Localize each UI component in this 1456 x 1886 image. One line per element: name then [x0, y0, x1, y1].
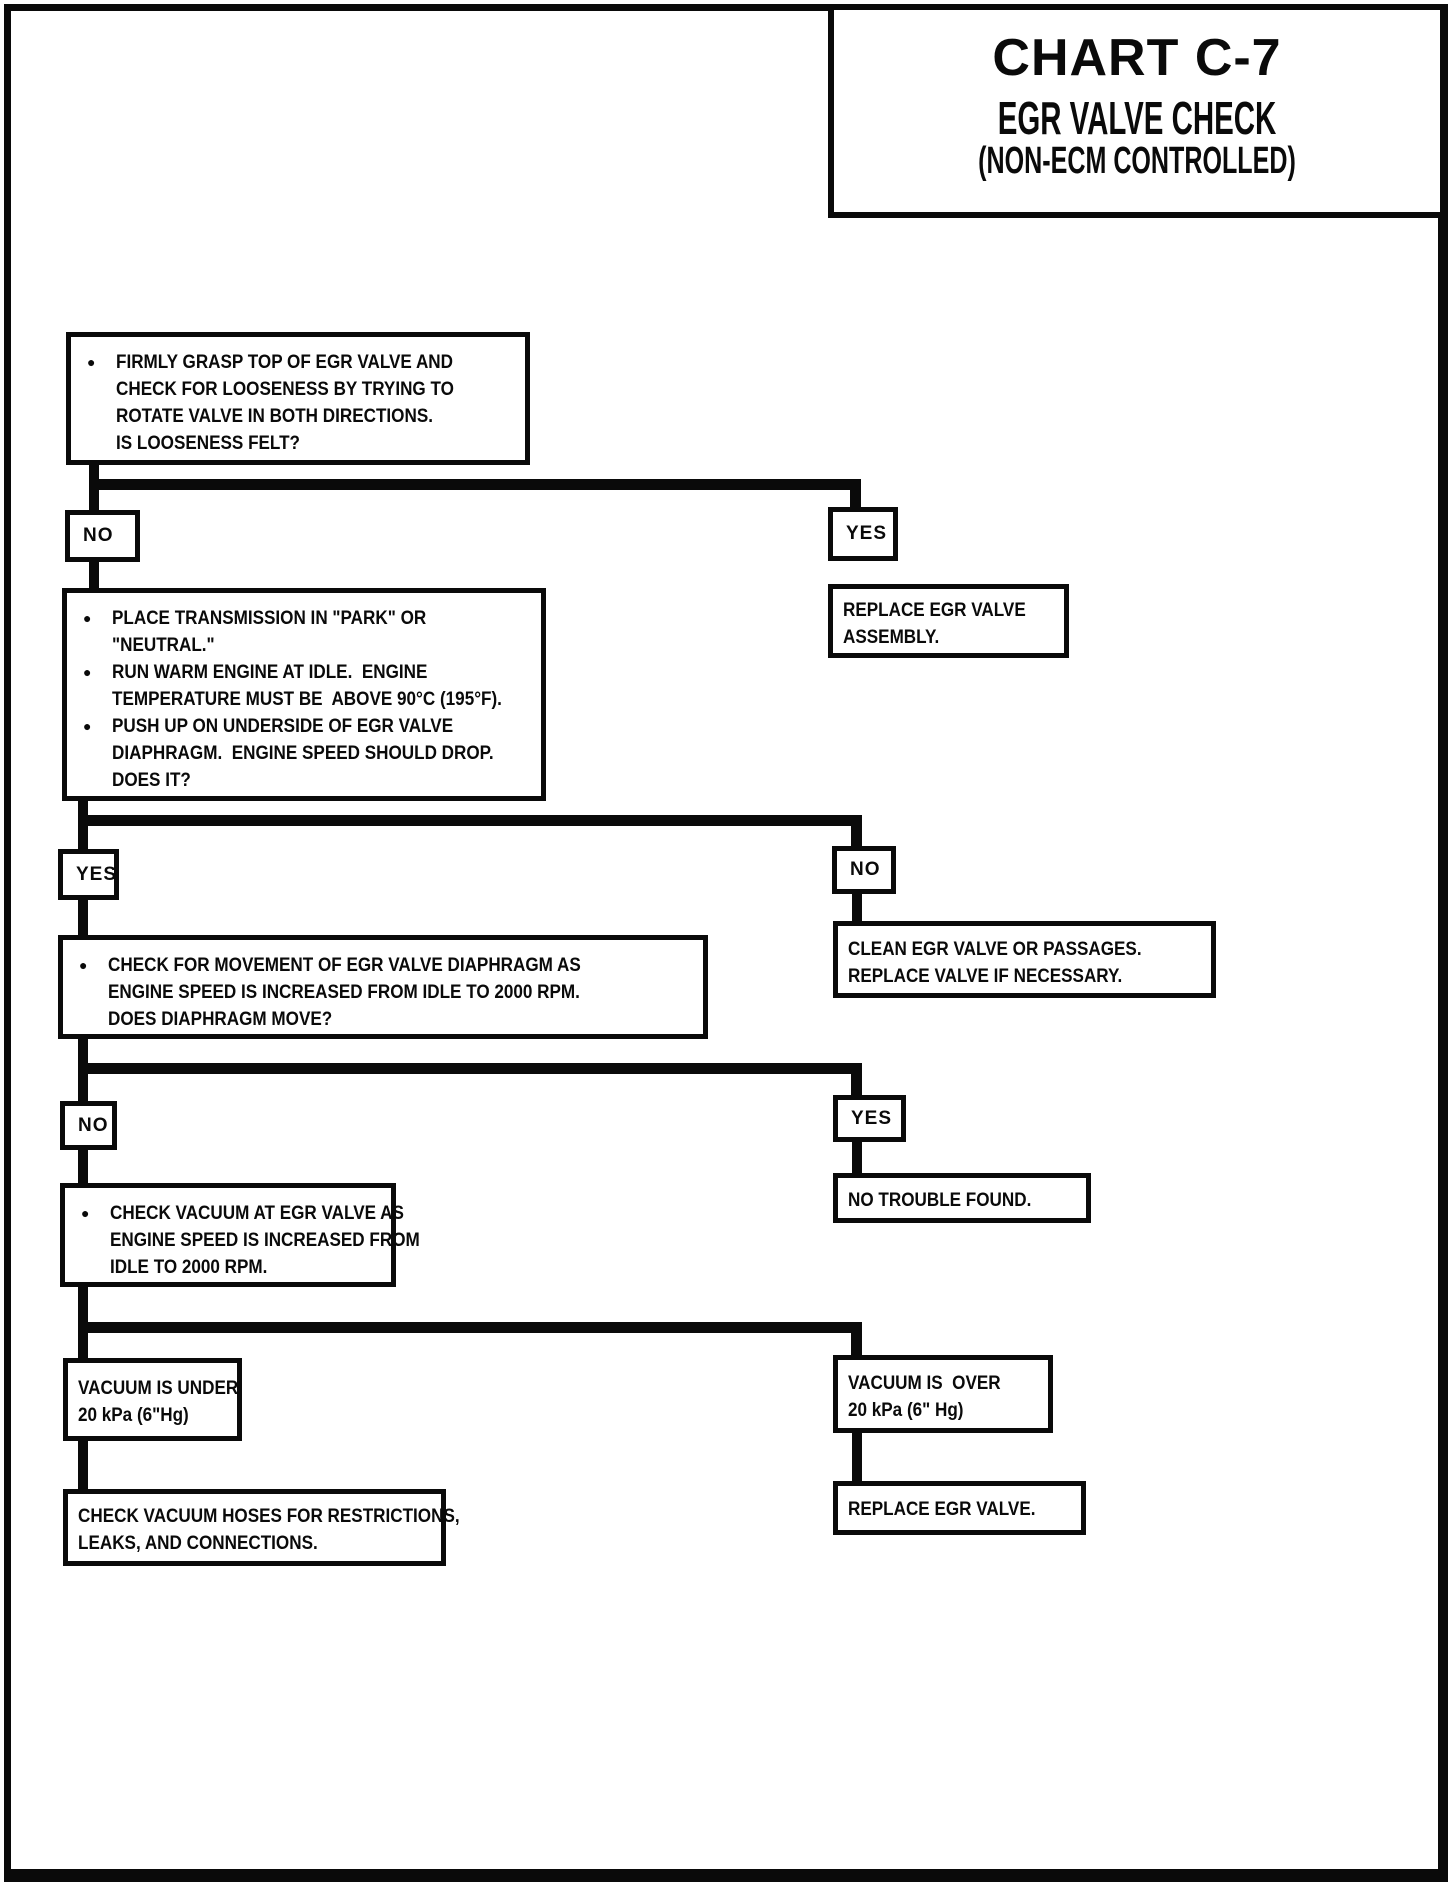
flow-step-grasp-valve: ● FIRMLY GRASP TOP OF EGR VALVE AND CHEC…	[66, 332, 530, 465]
chart-subtitle-2: (NON-ECM CONTROLLED)	[978, 140, 1296, 182]
action-replace-egr-valve-assembly: REPLACE EGR VALVE ASSEMBLY.	[828, 584, 1069, 658]
action-no-trouble-found: NO TROUBLE FOUND.	[833, 1173, 1091, 1223]
connector-no2-down	[852, 890, 862, 923]
flow-step-check-vacuum-text: CHECK VACUUM AT EGR VALVE AS ENGINE SPEE…	[110, 1203, 420, 1278]
action-clean-egr-valve: CLEAN EGR VALVE OR PASSAGES. REPLACE VAL…	[833, 921, 1216, 998]
flow-step-check-diaphragm-text: CHECK FOR MOVEMENT OF EGR VALVE DIAPHRAG…	[108, 955, 581, 1030]
connector-no3-down	[78, 1147, 88, 1185]
flow-step-warm-engine-text: RUN WARM ENGINE AT IDLE. ENGINE TEMPERAT…	[112, 662, 502, 710]
bullet-icon: ●	[79, 957, 88, 973]
bullet-icon: ●	[83, 610, 92, 626]
action-check-vacuum-hoses: CHECK VACUUM HOSES FOR RESTRICTIONS, LEA…	[63, 1489, 460, 1566]
bullet-icon: ●	[83, 718, 92, 734]
connector-branch2-horizontal	[78, 815, 862, 826]
action-replace-egr-valve: REPLACE EGR VALVE.	[833, 1481, 1086, 1535]
connector-yes2-down	[78, 896, 88, 937]
branch-label-yes-3: YES	[833, 1095, 906, 1142]
connector-vac-under-down	[78, 1438, 88, 1491]
bullet-icon: ●	[87, 354, 96, 370]
flow-step-grasp-valve-text: FIRMLY GRASP TOP OF EGR VALVE AND CHECK …	[116, 352, 454, 454]
chart-title-box: CHART C-7 EGR VALVE CHECK (NON-ECM CONTR…	[828, 4, 1446, 218]
condition-vacuum-under: VACUUM IS UNDER 20 kPa (6"Hg)	[63, 1358, 242, 1441]
connector-branch3-horizontal	[78, 1063, 862, 1074]
branch-label-no-1: NO	[65, 510, 140, 562]
flow-step-push-diaphragm-text: PUSH UP ON UNDERSIDE OF EGR VALVE DIAPHR…	[112, 716, 494, 791]
connector-branch4-right-down	[851, 1322, 862, 1357]
connector-vac-over-down	[852, 1430, 862, 1483]
chart-subtitle: EGR VALVE CHECK	[997, 92, 1277, 144]
bullet-icon: ●	[81, 1205, 90, 1221]
branch-label-yes-1: YES	[828, 507, 898, 561]
connector-no1-down	[89, 558, 99, 590]
connector-branch1-yes-down	[850, 479, 861, 509]
connector-branch3-yes-down	[851, 1063, 862, 1097]
connector-branch2-no-down	[851, 815, 862, 848]
flow-step-check-diaphragm-movement: ● CHECK FOR MOVEMENT OF EGR VALVE DIAPHR…	[58, 935, 708, 1039]
page-border	[4, 4, 1448, 1882]
connector-branch4-horizontal	[78, 1322, 862, 1333]
chart-title: CHART C-7	[992, 29, 1282, 87]
branch-label-yes-2: YES	[58, 849, 119, 900]
flow-step-run-engine: ● PLACE TRANSMISSION IN "PARK" OR "NEUTR…	[62, 588, 546, 801]
flow-step-check-vacuum: ● CHECK VACUUM AT EGR VALVE AS ENGINE SP…	[60, 1183, 420, 1287]
bullet-icon: ●	[83, 664, 92, 680]
branch-label-no-2: NO	[832, 846, 896, 894]
branch-label-no-3: NO	[60, 1101, 117, 1150]
condition-vacuum-over: VACUUM IS OVER 20 kPa (6" Hg)	[833, 1355, 1053, 1433]
connector-yes3-down	[852, 1139, 862, 1175]
flow-step-transmission-text: PLACE TRANSMISSION IN "PARK" OR "NEUTRAL…	[112, 608, 427, 656]
connector-branch1-horizontal	[89, 479, 861, 490]
